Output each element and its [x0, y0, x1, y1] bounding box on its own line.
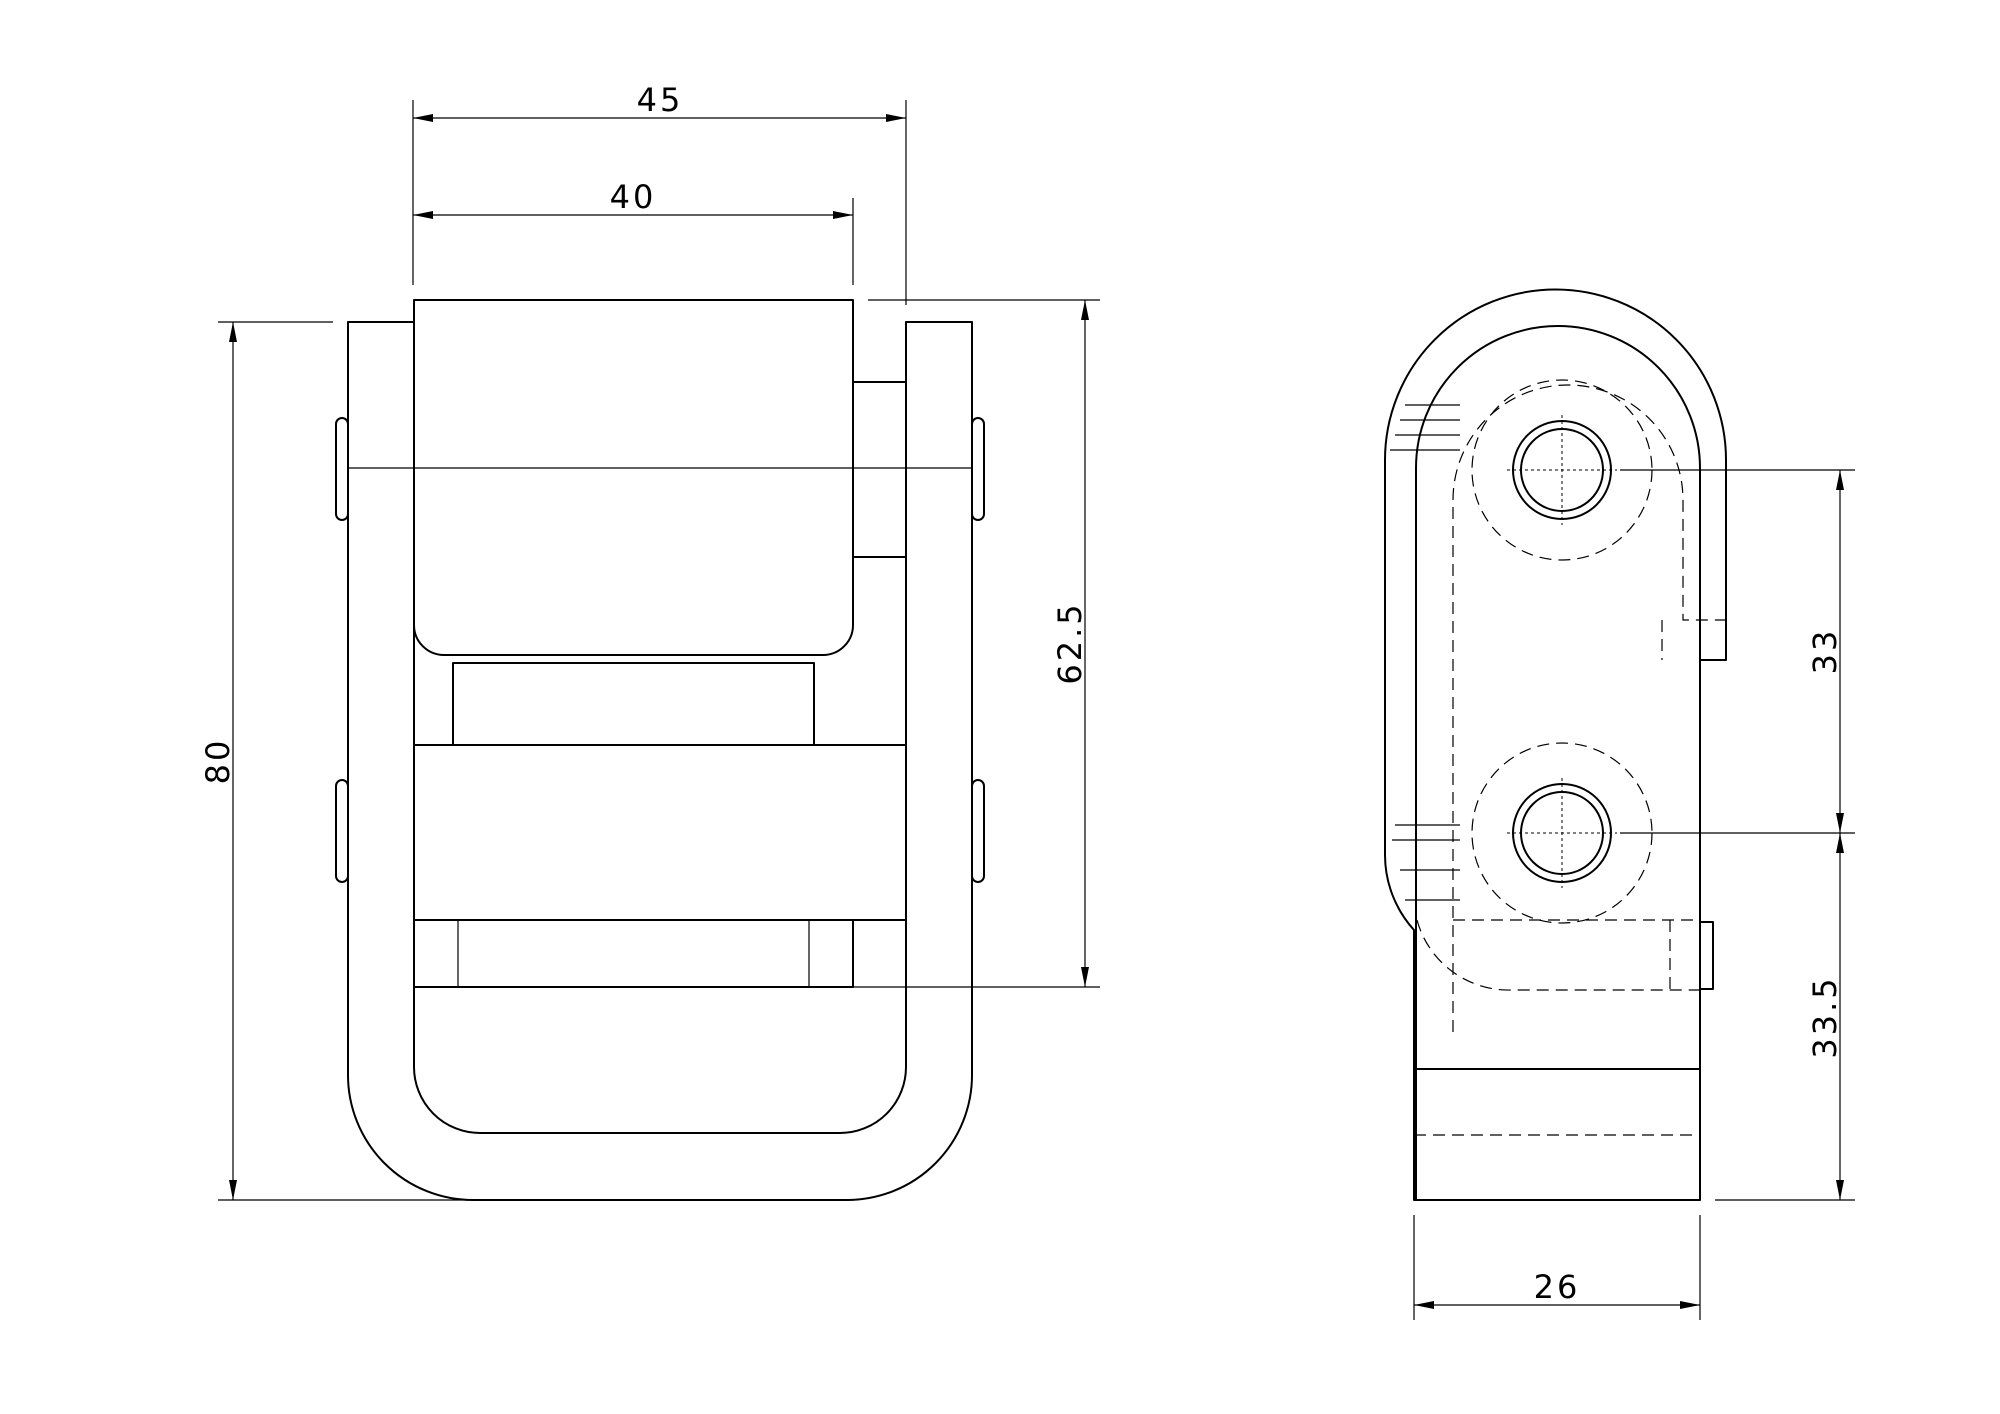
dim-40: 40	[610, 178, 657, 216]
dim-45: 45	[637, 81, 684, 119]
middle-bar	[413, 744, 907, 921]
rivet-right-top	[971, 417, 985, 521]
upper-roller	[413, 299, 854, 656]
dim-62-5: 62.5	[1051, 601, 1089, 684]
dim-26: 26	[1534, 1268, 1581, 1306]
front-view	[218, 100, 1100, 1201]
dim-80: 80	[199, 738, 237, 785]
side-outline	[1384, 288, 1727, 1201]
lower-bar	[413, 919, 854, 988]
rivet-left-top	[335, 417, 349, 521]
dim-33: 33	[1806, 628, 1844, 675]
roller-neck	[452, 662, 815, 746]
frame-outer	[347, 321, 973, 1201]
rivet-right-bottom	[971, 779, 985, 883]
rivet-left-bottom	[335, 779, 349, 883]
side-view	[1384, 288, 1855, 1320]
dim-33-5: 33.5	[1806, 975, 1844, 1058]
